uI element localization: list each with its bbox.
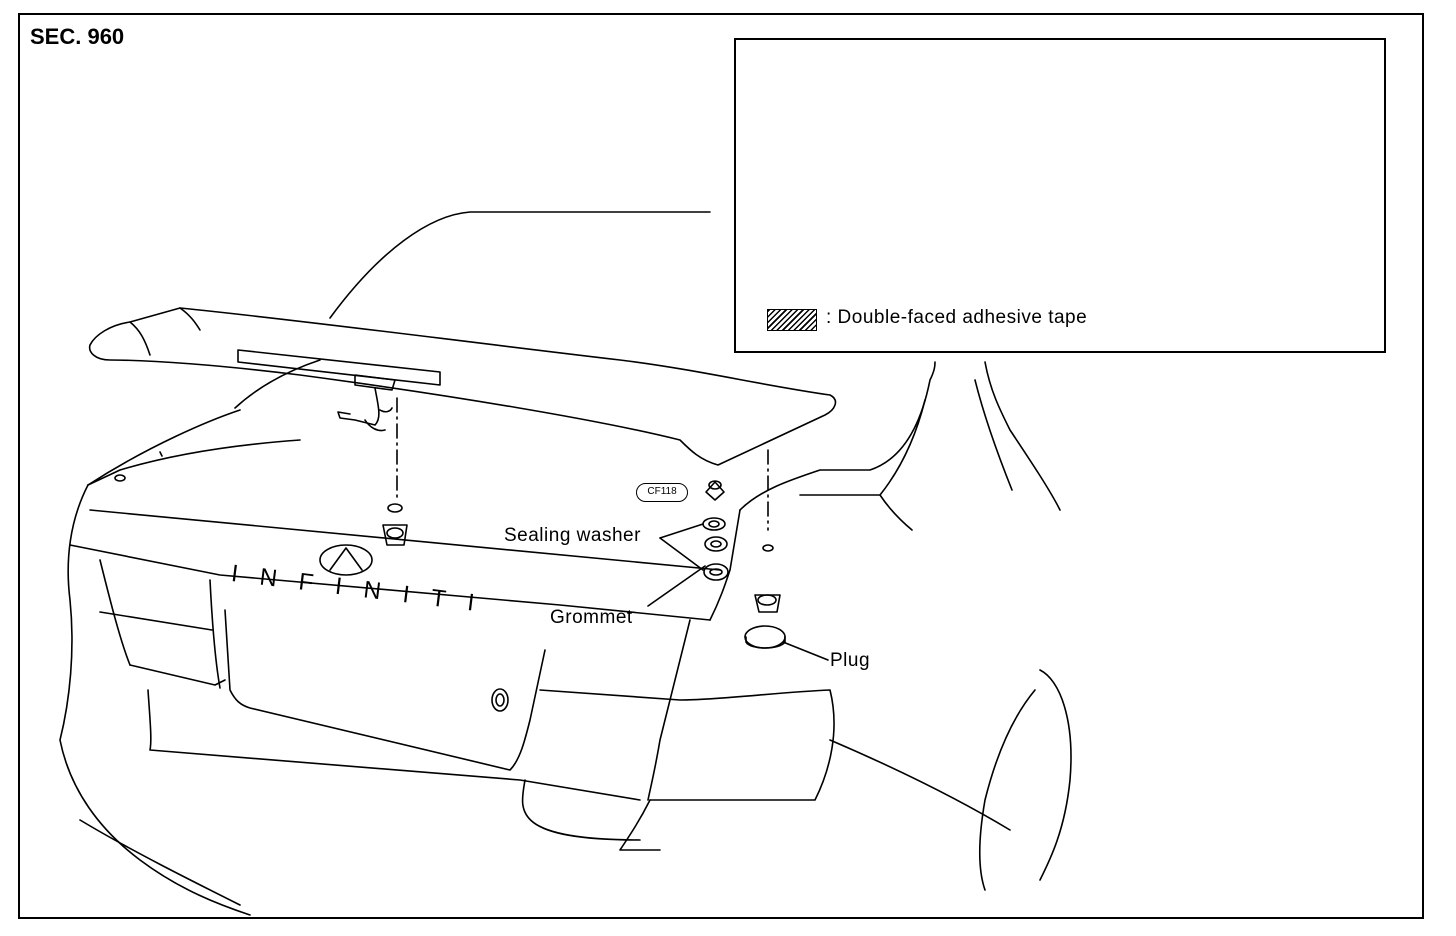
- grommet-label: Grommet: [550, 607, 633, 628]
- section-number: SEC. 960: [30, 24, 125, 49]
- sealing-washer-label: Sealing washer: [504, 525, 641, 546]
- leader-lines: [647, 523, 829, 661]
- assembly-lines: [396, 397, 769, 531]
- reference-badge: CF118: [636, 483, 688, 502]
- car-body-outline: [59, 211, 1072, 916]
- plug-label: Plug: [830, 650, 871, 671]
- infiniti-emblem: [319, 544, 373, 576]
- legend-label: : Double-faced adhesive tape: [826, 307, 1088, 328]
- fasteners: [114, 451, 786, 712]
- main-spoiler: [88, 307, 837, 466]
- hatched-swatch-icon: [767, 309, 817, 331]
- detail-inset-box: [734, 38, 1386, 353]
